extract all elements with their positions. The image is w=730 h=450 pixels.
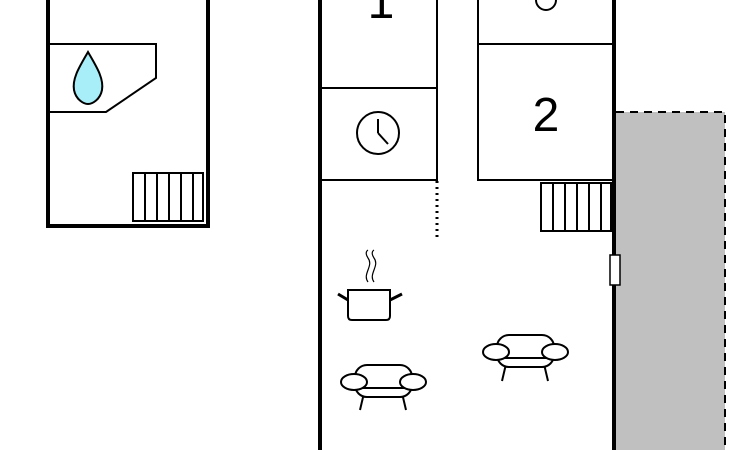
- armchair-icon: [340, 364, 427, 411]
- clock-icon: [356, 111, 400, 155]
- armchair-icon: [482, 334, 569, 382]
- sauna-room: [320, 87, 438, 181]
- radiator-icon: [132, 172, 204, 222]
- bedroom-2: 2: [477, 0, 614, 181]
- cooking-pot-icon: [337, 249, 403, 321]
- bedroom-1: 1: [319, 0, 438, 89]
- radiator-icon: [540, 182, 612, 232]
- bathroom-block: [46, 0, 210, 228]
- water-drop-icon: [72, 49, 104, 106]
- room-2-label: 2: [533, 89, 560, 142]
- terrace: [616, 111, 726, 450]
- room-1-label: 1: [368, 0, 395, 29]
- window-icon: [609, 254, 621, 286]
